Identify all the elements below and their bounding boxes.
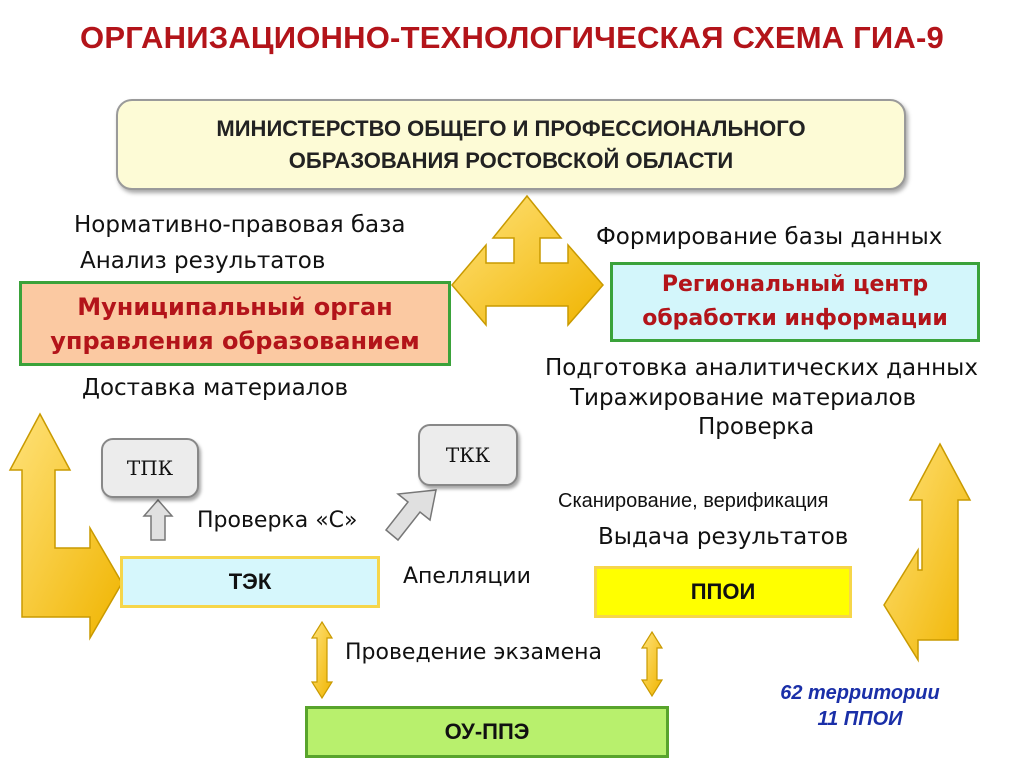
- ministry-box: МИНИСТЕРСТВО ОБЩЕГО И ПРОФЕССИОНАЛЬНОГО …: [116, 99, 906, 190]
- tpk-box: ТПК: [101, 438, 199, 498]
- rcoi-line1: Региональный центр: [661, 272, 929, 297]
- tek-box: ТЭК: [120, 556, 380, 608]
- rcoi-box: Региональный центр обработки информации: [610, 262, 980, 342]
- right-l-arrow: [883, 442, 972, 663]
- ouppe-box: ОУ-ППЭ: [305, 706, 669, 758]
- label-normative: Нормативно-правовая база: [74, 212, 406, 238]
- page-title: ОРГАНИЗАЦИОННО-ТЕХНОЛОГИЧЕСКАЯ СХЕМА ГИА…: [80, 20, 944, 55]
- municipal-line1: Муниципальный орган: [77, 292, 393, 321]
- label-db: Формирование базы данных: [596, 224, 943, 250]
- tkk-box: ТКК: [418, 424, 518, 486]
- tkk-diagonal-arrow: [384, 489, 437, 542]
- central-three-way-arrow: [451, 194, 604, 328]
- ministry-line2: ОБРАЗОВАНИЯ РОСТОВСКОЙ ОБЛАСТИ: [288, 147, 734, 173]
- tpk-up-arrow: [142, 498, 174, 541]
- ppoi-box: ППОИ: [594, 566, 852, 618]
- municipal-line2: управления образованием: [50, 326, 420, 355]
- territories-note: 62 территории 11 ППОИ: [730, 680, 990, 732]
- label-exam: Проведение экзамена: [345, 640, 602, 665]
- note-line2: 11 ППОИ: [817, 708, 903, 730]
- ministry-line1: МИНИСТЕРСТВО ОБЩЕГО И ПРОФЕССИОНАЛЬНОГО: [216, 115, 806, 141]
- label-delivery: Доставка материалов: [82, 375, 348, 401]
- label-replication: Тиражирование материалов: [570, 385, 917, 411]
- municipal-box: Муниципальный орган управления образован…: [19, 281, 451, 366]
- label-check: Проверка: [698, 414, 815, 440]
- label-results: Выдача результатов: [598, 524, 849, 550]
- label-appeals: Апелляции: [403, 564, 531, 589]
- rcoi-line2: обработки информации: [642, 306, 948, 331]
- tek-ouppe-double-arrow: [310, 620, 334, 700]
- label-scanning: Сканирование, верификация: [558, 490, 829, 512]
- label-analytics: Подготовка аналитических данных: [545, 355, 978, 381]
- note-line1: 62 территории: [780, 682, 940, 704]
- ppoi-ouppe-double-arrow: [640, 630, 664, 698]
- label-analysis: Анализ результатов: [80, 248, 326, 274]
- label-check-c: Проверка «С»: [197, 508, 358, 533]
